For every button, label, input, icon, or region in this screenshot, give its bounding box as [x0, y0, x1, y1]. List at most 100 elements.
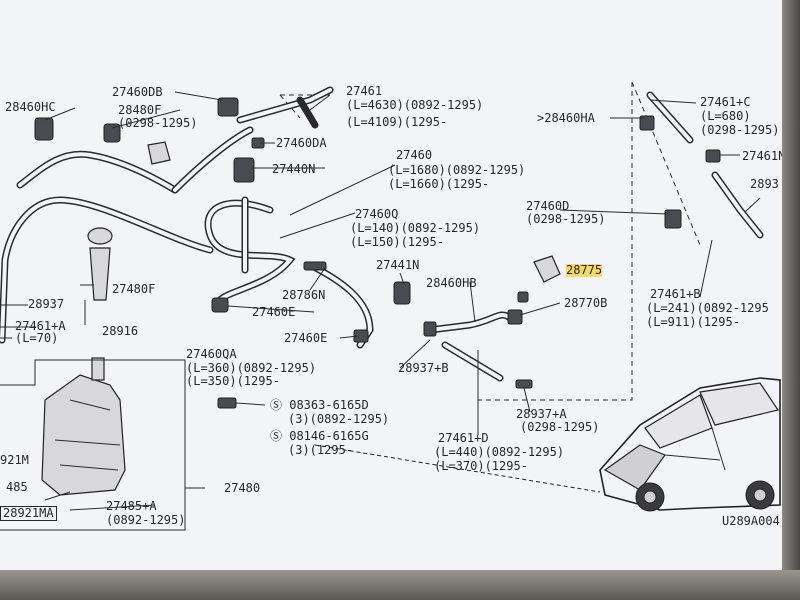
- part-27440N: [233, 157, 255, 183]
- label-27460QA: 27460QA: [186, 347, 237, 361]
- part-28770B: [507, 309, 523, 325]
- label-28770B: 28770B: [564, 296, 608, 310]
- label-27460E: 27460E: [252, 305, 296, 319]
- reservoir-neck: [91, 357, 105, 381]
- label-28460HB: 28460HB: [426, 276, 477, 290]
- diagram-drawing: [0, 81, 781, 531]
- label-28937A: 28937+A: [516, 407, 567, 421]
- label-28937: 28937: [28, 297, 65, 311]
- part-28786N: [303, 261, 327, 271]
- hose: [296, 96, 319, 129]
- label-27460Q-b: (L=150)(1295-: [350, 235, 444, 249]
- label-27461D-b: (L=370)(1295-: [434, 459, 528, 473]
- label-28786N: 28786N: [282, 288, 326, 302]
- dashed-boundary: [631, 81, 701, 246]
- label-27461B-a: (L=241)(0892-1295: [646, 301, 769, 315]
- hose: [443, 343, 502, 380]
- car-leader: [314, 444, 601, 493]
- label-28937A-a: (0298-1295): [520, 420, 600, 434]
- hose-28460HB: [428, 313, 512, 332]
- monitor-bezel-right: [782, 0, 800, 600]
- label-27460: 27460: [396, 148, 433, 162]
- label-27461A: 27461+A: [15, 319, 66, 333]
- part-bolt: [217, 397, 237, 409]
- leader-lines: [44, 91, 761, 435]
- label-27461C-b: (0298-1295): [700, 123, 780, 137]
- label-27461D-a: (L=440)(0892-1295): [434, 445, 565, 459]
- label-28937B: 28937+B: [398, 361, 449, 375]
- label-27461-a: (L=4630)(0892-1295): [346, 98, 484, 112]
- label-27460Q: 27460Q: [355, 207, 399, 221]
- label-27461A-a: (L=70): [15, 331, 59, 345]
- label-485: 485: [6, 480, 28, 494]
- label-27461N: 27461N: [742, 149, 782, 163]
- label-28460HA: >28460HA: [537, 111, 595, 125]
- part-27460D: [664, 209, 682, 229]
- part-27461N: [705, 149, 721, 163]
- label-27480: 27480: [224, 481, 261, 495]
- label-27460-b: (L=1660)(1295-: [388, 177, 490, 191]
- label-27485A: 27485+A: [106, 499, 157, 513]
- dashed-boundary: [478, 82, 633, 401]
- leader-lines: [44, 491, 156, 511]
- part-nozzle: [517, 291, 529, 303]
- label-27461C-a: (L=680): [700, 109, 751, 123]
- label-921M: 921M: [0, 453, 29, 467]
- label-27460-a: (L=1680)(0892-1295): [388, 163, 526, 177]
- label-28460HC: 28460HC: [5, 100, 56, 114]
- part-27480F: [89, 247, 111, 301]
- leader-lines: [0, 304, 36, 339]
- label-27460DA: 27460DA: [276, 136, 327, 150]
- hose: [713, 173, 762, 237]
- hose: [648, 93, 692, 142]
- label-27440N: 27440N: [272, 162, 316, 176]
- part-reservoir-27480: [41, 374, 126, 496]
- hose: [0, 197, 212, 342]
- label-27460DB: 27460DB: [112, 85, 163, 99]
- label-28916: 28916: [102, 324, 139, 338]
- label-2893: 2893: [750, 177, 779, 191]
- part-28775: [533, 255, 561, 283]
- label-27461: 27461: [346, 84, 383, 98]
- reservoir-detail: [54, 399, 121, 471]
- part-label-plate: [147, 141, 171, 165]
- label-27461D: 27461+D: [438, 431, 489, 445]
- part-28460HC: [34, 117, 54, 141]
- label-27460QA-b: (L=350)(1295-: [186, 374, 280, 388]
- part-28480F: [103, 123, 121, 143]
- part-28937B: [423, 321, 437, 337]
- part-27441N: [393, 281, 411, 305]
- label-28775-highlighted: 28775: [566, 263, 603, 277]
- label-27485A-a: (0892-1295): [106, 513, 186, 527]
- label-27460D-a: (0298-1295): [526, 212, 606, 226]
- parts-diagram: 28460HC 27460DB 28480F (0298-1295) 27461…: [0, 0, 782, 570]
- label-27461B-b: (L=911)(1295-: [646, 315, 740, 329]
- label-28480F-date: (0298-1295): [118, 116, 198, 130]
- part-27460DB: [217, 97, 239, 117]
- label-27461B: 27461+B: [650, 287, 701, 301]
- hose: [173, 88, 332, 192]
- group-frame: [0, 359, 186, 531]
- label-28921MA: 28921MA: [0, 506, 57, 521]
- label-27460E-lower: 27460E: [284, 331, 328, 345]
- monitor-bezel-bottom: [0, 570, 800, 600]
- label-27460D: 27460D: [526, 199, 570, 213]
- label-27461-b: (L=4109)(1295-: [346, 115, 448, 129]
- label-27460Q-a: (L=140)(0892-1295): [350, 221, 481, 235]
- label-27461C: 27461+C: [700, 95, 751, 109]
- label-screw-1-a: (3)(0892-1295): [288, 412, 390, 426]
- label-27480F: 27480F: [112, 282, 156, 296]
- label-screw-2-a: (3)(1295-: [288, 443, 354, 457]
- car-illustration: [599, 377, 781, 512]
- hose: [18, 152, 177, 192]
- part-28460HA: [639, 115, 655, 131]
- label-28480F: 28480F: [118, 103, 162, 117]
- label-screw-2: Ⓢ 08146-6165G: [270, 429, 369, 443]
- part-28937A: [515, 379, 533, 389]
- label-27441N: 27441N: [376, 258, 420, 272]
- part-cap: [87, 227, 113, 245]
- diagram-reference-code: U289A004: [722, 514, 780, 528]
- label-screw-1: Ⓢ 08363-6165D: [270, 398, 369, 412]
- label-27460QA-a: (L=360)(0892-1295): [186, 361, 317, 375]
